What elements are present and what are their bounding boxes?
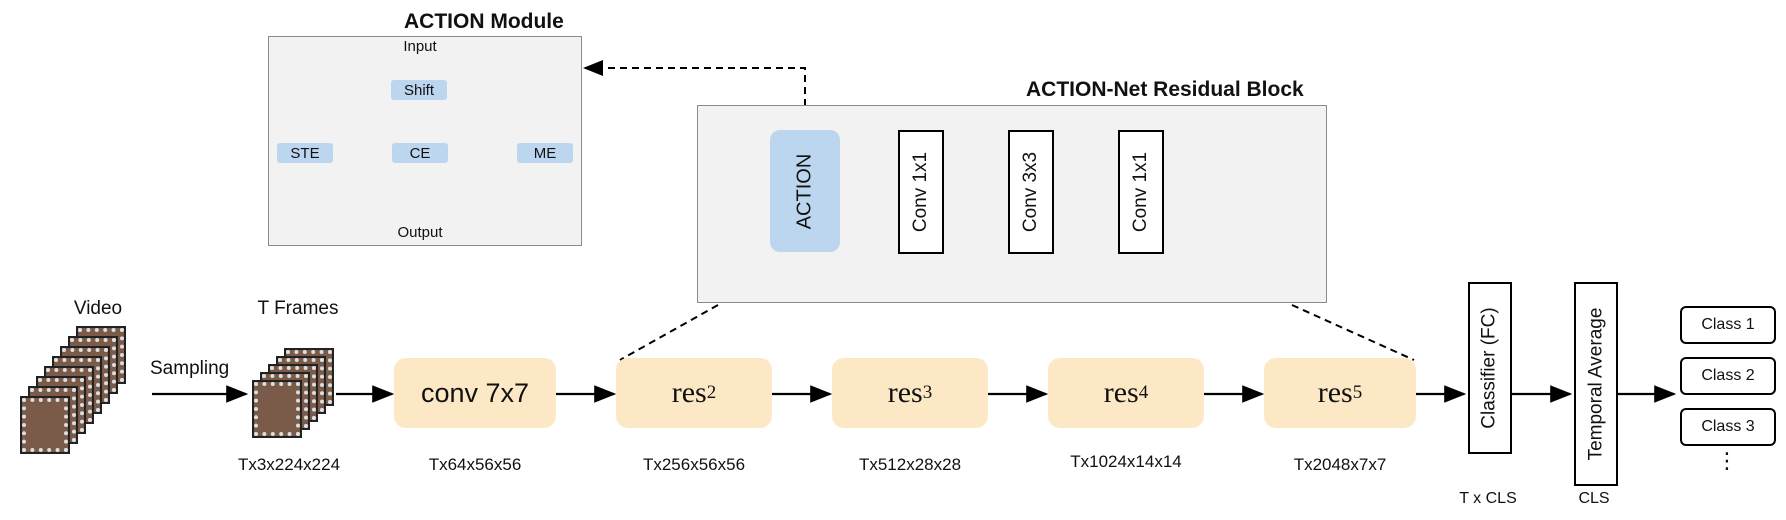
residual-block-title: ACTION-Net Residual Block: [1026, 78, 1304, 101]
action-module-panel: [268, 36, 582, 246]
stage-conv7x7: conv 7x7: [394, 358, 556, 428]
class-box-1: Class 1: [1680, 306, 1776, 344]
stage-res5-dim: Tx2048x7x7: [1293, 455, 1387, 474]
class-box-3: Class 3: [1680, 408, 1776, 446]
video-frames-image: [20, 326, 140, 458]
stage-res5-subscript: 5: [1352, 382, 1363, 403]
me-chip: ME: [517, 143, 573, 163]
stage-res2-label: res: [671, 376, 707, 409]
stage-res4-subscript: 4: [1138, 382, 1149, 403]
input-dim-label: Tx3x224x224: [237, 455, 341, 474]
temporal-average-dim: CLS: [1578, 490, 1610, 507]
video-label: Video: [73, 298, 123, 319]
t-frames-label: T Frames: [257, 298, 339, 319]
stage-res2-dim: Tx256x56x56: [642, 455, 746, 474]
classifier-label: Classifier (FC): [1479, 307, 1501, 429]
ste-chip: STE: [277, 143, 333, 163]
conv1x1-block-b: Conv 1x1: [1118, 130, 1164, 254]
conv3x3-block: Conv 3x3: [1008, 130, 1054, 254]
stage-res4-dim: Tx1024x14x14: [1070, 452, 1182, 471]
action-module-title: ACTION Module: [404, 10, 564, 33]
shift-chip: Shift: [391, 80, 447, 100]
temporal-average-label: Temporal Average: [1585, 307, 1606, 461]
stage-res3-label: res: [887, 376, 923, 409]
classifier-block: Classifier (FC): [1468, 282, 1512, 454]
stage-res3-subscript: 3: [922, 382, 933, 403]
sampling-label: Sampling: [150, 358, 230, 379]
module-input-label: Input: [403, 38, 437, 55]
classifier-dim: T x CLS: [1459, 490, 1517, 507]
class-ellipsis: ⋮: [1716, 448, 1738, 473]
conv1x1-label-a: Conv 1x1: [910, 151, 931, 233]
action-block-label: ACTION: [793, 153, 816, 229]
conv3x3-label: Conv 3x3: [1020, 151, 1041, 233]
temporal-average-block: Temporal Average: [1574, 282, 1618, 486]
sampled-frames-image: [252, 348, 342, 440]
stage-res4-label: res: [1103, 376, 1139, 409]
module-output-label: Output: [397, 224, 443, 241]
conv1x1-label-b: Conv 1x1: [1130, 151, 1151, 233]
action-block: ACTION: [770, 130, 840, 252]
stage-res5-label: res: [1317, 376, 1353, 409]
class-box-2: Class 2: [1680, 357, 1776, 395]
ce-chip: CE: [392, 143, 448, 163]
stage-conv7x7-dim: Tx64x56x56: [428, 455, 522, 474]
conv1x1-block-a: Conv 1x1: [898, 130, 944, 254]
stage-conv7x7-label: conv 7x7: [420, 377, 530, 408]
stage-res2-subscript: 2: [706, 382, 717, 403]
stage-res3-dim: Tx512x28x28: [858, 455, 962, 474]
